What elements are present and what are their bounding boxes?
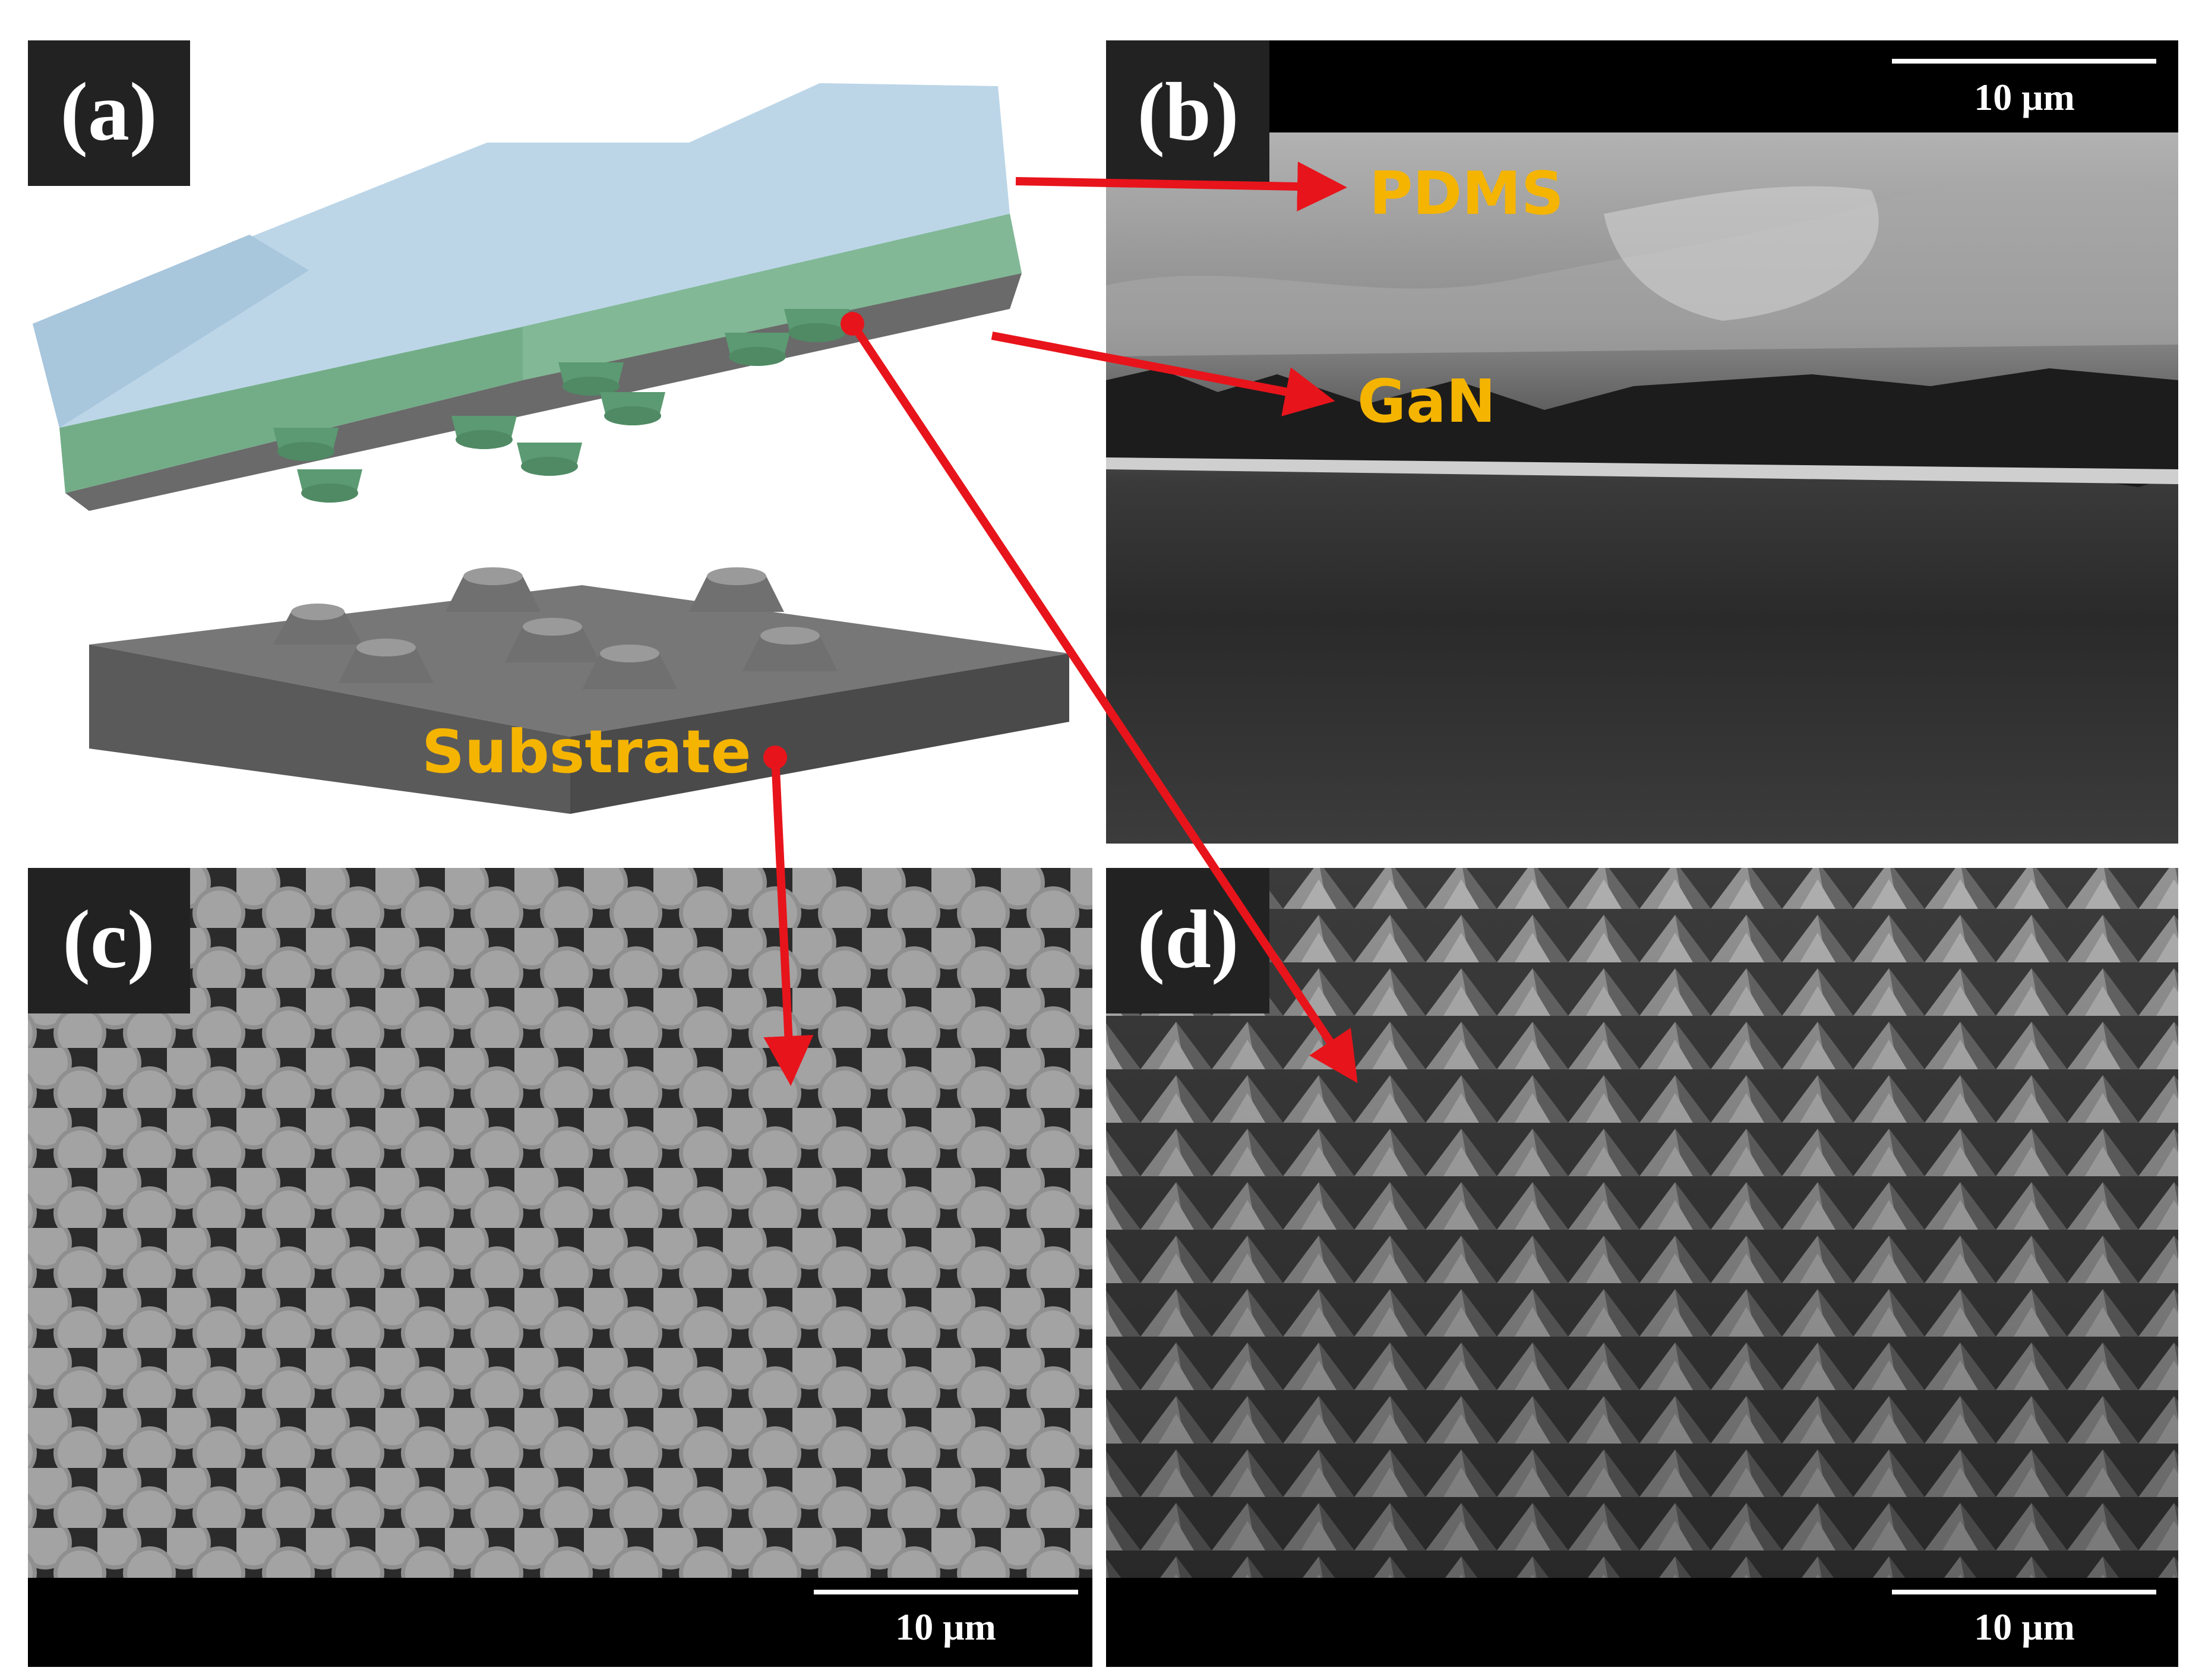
svg-text:10 μm: 10 μm xyxy=(1974,76,2075,118)
scale-bar-b: 10 μm xyxy=(1892,59,2156,118)
callout-pdms: PDMS xyxy=(1369,159,1564,228)
arrow-gan xyxy=(991,331,1335,416)
arrow-substrate-to-c xyxy=(763,757,814,1086)
panel-label-b: (b) xyxy=(1106,40,1269,186)
stamp-nubs xyxy=(273,309,849,503)
substrate-cones xyxy=(273,567,838,689)
callout-substrate: Substrate xyxy=(422,717,751,787)
arrows xyxy=(763,161,1358,1086)
scale-bar-d: 10 μm xyxy=(1892,1590,2156,1648)
panel-label-a: (a) xyxy=(28,40,190,186)
svg-text:10 μm: 10 μm xyxy=(1974,1606,2075,1648)
svg-text:(d): (d) xyxy=(1137,893,1239,986)
panel-a-illustration xyxy=(33,83,1069,814)
panel-b-sem xyxy=(1106,40,2178,844)
substrate-block xyxy=(89,567,1069,814)
arrow-pdms xyxy=(1015,161,1347,211)
svg-text:(c): (c) xyxy=(62,893,154,986)
scale-bar-c: 10 μm xyxy=(814,1590,1078,1648)
pdms-gan-stamp xyxy=(33,83,1022,511)
arrow-stamp-to-d xyxy=(849,321,1358,1084)
svg-text:(b): (b) xyxy=(1137,66,1239,158)
callout-gan: GaN xyxy=(1357,367,1496,436)
panel-label-d: (d) xyxy=(1106,868,1269,1013)
svg-text:10 μm: 10 μm xyxy=(895,1606,996,1648)
svg-text:(a): (a) xyxy=(60,66,157,158)
panel-label-c: (c) xyxy=(28,868,190,1013)
